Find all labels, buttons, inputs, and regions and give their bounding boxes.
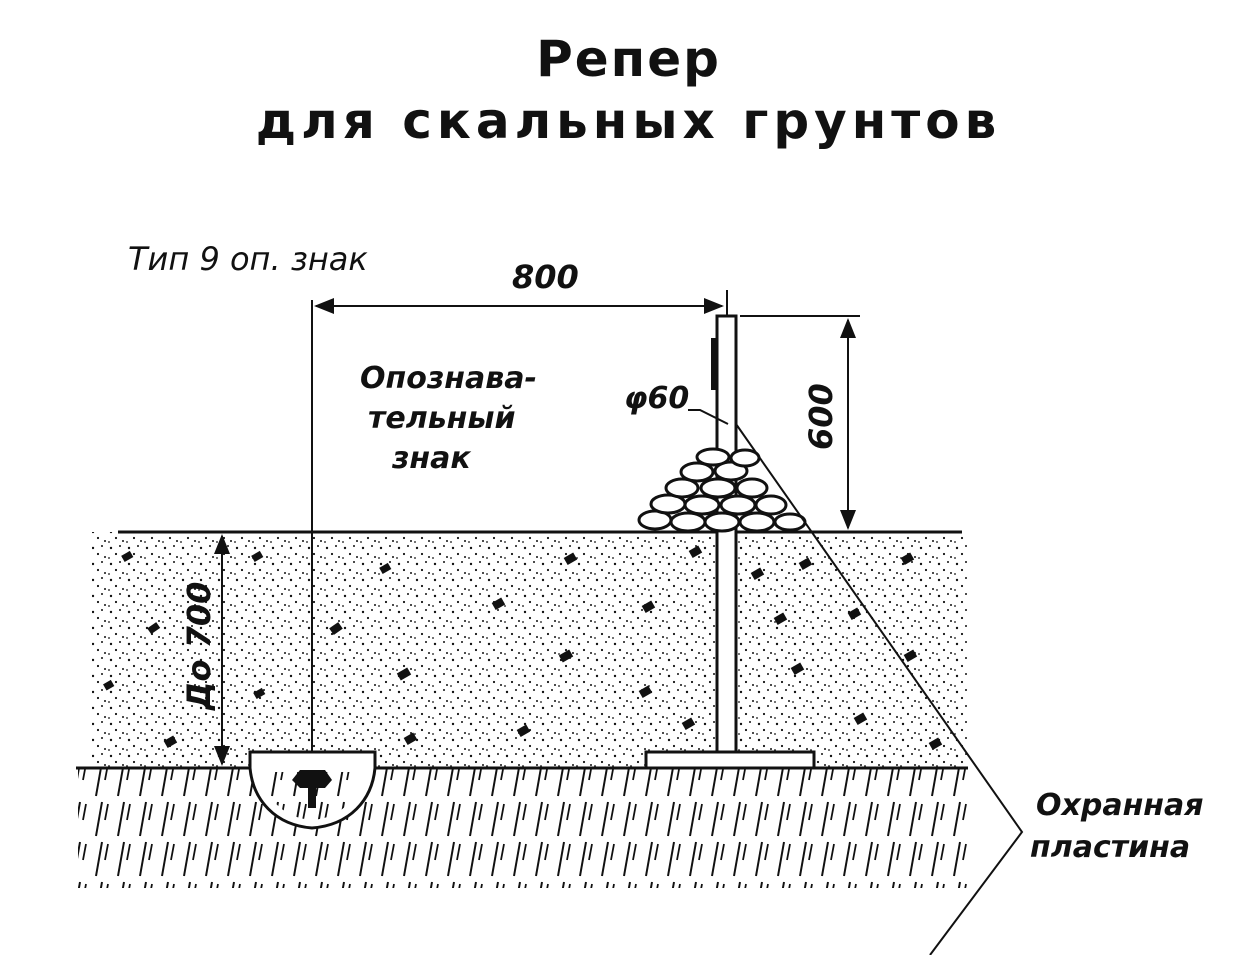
diameter-label: φ60 (624, 381, 689, 416)
plate-label-line1: Охранная (1036, 788, 1204, 823)
protective-plate (644, 750, 816, 770)
diagram-title-line2: для скальных грунтов (255, 92, 1002, 150)
soil-stones (103, 545, 943, 750)
sign-label-line3: знак (391, 441, 471, 476)
type-label: Тип 9 оп. знак (128, 240, 368, 278)
rock-layer (78, 768, 968, 888)
dimension-600-label: 600 (802, 383, 840, 450)
plate-label-line2: пластина (1030, 830, 1190, 865)
benchmark-mark (248, 750, 377, 830)
plate-leader (735, 423, 1024, 955)
stone-mound (637, 447, 807, 533)
diameter-leader (688, 409, 729, 425)
sign-label-line1: Опознава- (360, 361, 537, 396)
soil-layer (92, 532, 968, 768)
dimension-700-label: До 700 (180, 582, 218, 711)
diagram-title-line1: Репер (536, 30, 721, 88)
sign-label-line2: тельный (368, 401, 516, 436)
dimension-800-label: 800 (512, 258, 579, 296)
